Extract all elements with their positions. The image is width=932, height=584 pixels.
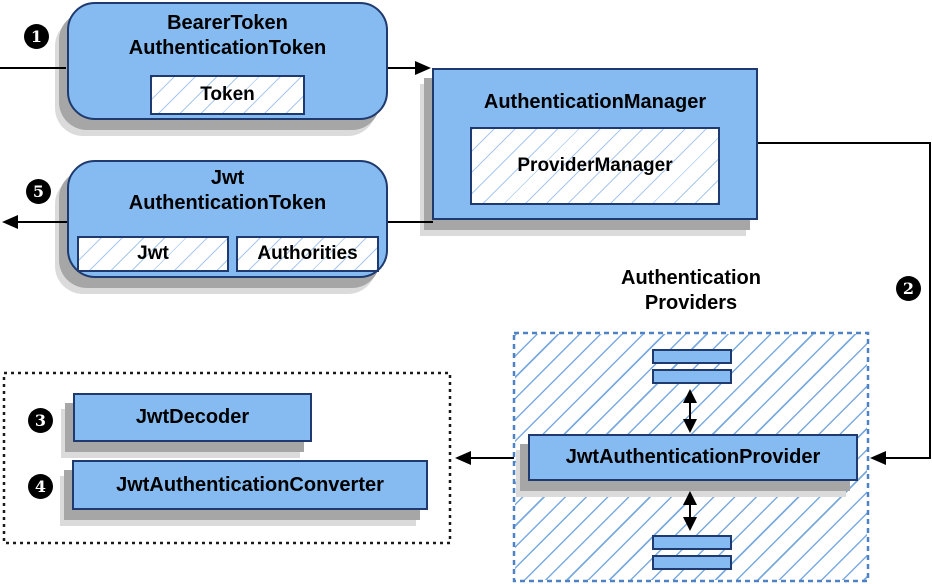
step-1-badge: 1 <box>24 24 49 49</box>
bearer-token-authentication-token-node: BearerToken AuthenticationToken Token <box>67 2 388 120</box>
step-4-badge: 4 <box>28 474 53 499</box>
arrowhead-into-dotted-box <box>455 451 471 465</box>
arrowhead-into-provider <box>870 451 886 465</box>
token-chip: Token <box>150 75 305 115</box>
step-5-badge: 5 <box>26 179 51 204</box>
jwt-chip: Jwt <box>77 236 229 272</box>
group-label-line: Authentication <box>621 267 761 289</box>
node-title: JwtAuthenticationConverter <box>116 473 384 496</box>
node-title: Jwt AuthenticationToken <box>69 162 386 216</box>
authentication-manager-node: AuthenticationManager ProviderManager <box>432 68 758 220</box>
node-title: BearerToken AuthenticationToken <box>69 4 386 61</box>
node-title: AuthenticationManager <box>483 91 707 113</box>
node-title: JwtAuthenticationProvider <box>565 446 821 468</box>
node-title-line: BearerToken <box>167 12 288 34</box>
group-label-line: Providers <box>644 292 738 314</box>
node-title-line: AuthenticationToken <box>128 192 327 214</box>
provider-placeholder-bar <box>652 349 732 364</box>
step-2-badge: 2 <box>896 276 921 301</box>
node-title: JwtDecoder <box>135 406 250 428</box>
jwt-authentication-token-node: Jwt AuthenticationToken Jwt Authorities <box>67 160 388 278</box>
provider-placeholder-bar <box>652 555 732 570</box>
jwt-decoder-node: JwtDecoder <box>73 393 312 442</box>
step-3-badge: 3 <box>28 408 53 433</box>
arrowhead-outgoing-left <box>2 215 18 229</box>
authorities-chip: Authorities <box>236 236 379 272</box>
jwt-authentication-converter-node: JwtAuthenticationConverter <box>72 460 428 510</box>
provider-placeholder-bar <box>652 535 732 550</box>
provider-manager-chip: ProviderManager <box>470 127 720 205</box>
node-title-line: Jwt <box>210 167 245 189</box>
authentication-providers-label: Authentication Providers <box>576 266 806 316</box>
jwt-authentication-provider-node: JwtAuthenticationProvider <box>528 434 858 481</box>
node-title-line: AuthenticationToken <box>128 37 327 59</box>
provider-placeholder-bar <box>652 369 732 384</box>
arrowhead-into-manager <box>415 61 431 75</box>
